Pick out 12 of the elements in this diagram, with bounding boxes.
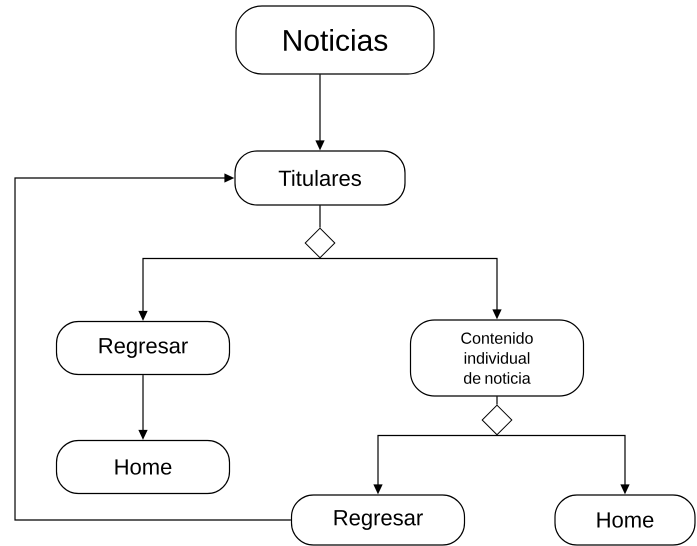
flow-box: Titulares: [234, 150, 406, 206]
arrow: [14, 173, 291, 521]
flow-box: Home: [56, 440, 230, 494]
decision-diamond: [304, 228, 336, 258]
flow-box: Regresar: [56, 320, 230, 376]
connector-line: [319, 206, 321, 228]
connector-line: [496, 396, 498, 404]
flow-box: Regresar: [290, 494, 466, 546]
flow-box: Noticias: [235, 5, 435, 75]
flow-box: Contenido individual de noticia: [410, 319, 584, 397]
flow-box: Home: [554, 494, 696, 546]
decision-diamond: [482, 404, 512, 436]
